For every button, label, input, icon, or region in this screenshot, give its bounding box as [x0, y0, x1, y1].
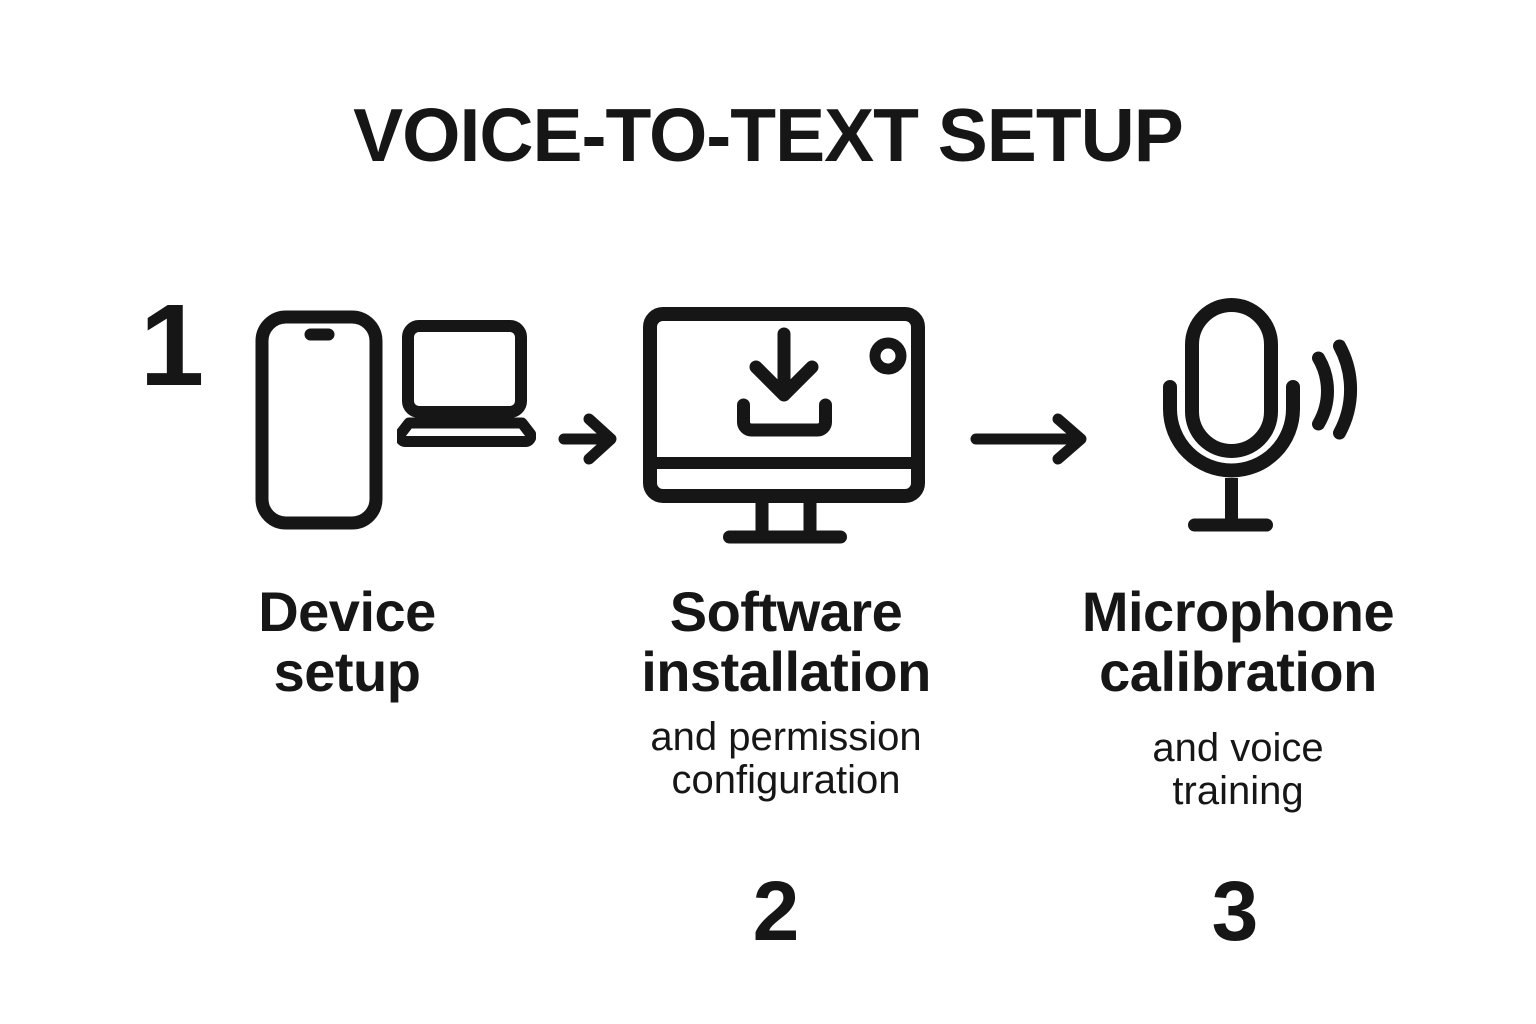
step-1-label: Device setup [258, 582, 436, 702]
step-1-label-line: Device [258, 580, 436, 643]
arrow-right-icon [970, 413, 1087, 465]
step-1-number: 1 [139, 280, 205, 410]
download-tray [737, 398, 832, 437]
step-2-sublabel-line: configuration [671, 758, 901, 803]
step-2-sublabel-line: and permission [650, 715, 922, 759]
arrow-right-icon [558, 413, 617, 465]
step-2-label: Software installation [641, 582, 931, 702]
laptop-icon [397, 320, 536, 447]
step-2-number: 2 [752, 864, 800, 958]
page-title: VOICE-TO-TEXT SETUP [353, 93, 1184, 177]
step-2-label-line: installation [641, 639, 931, 703]
step-2-label-line: Software [669, 580, 903, 643]
step-3-number: 3 [1211, 864, 1259, 958]
step-3-sublabel-line: training [1172, 769, 1304, 814]
step-3-label-line: calibration [1099, 639, 1377, 703]
step-3-sublabel-line: and voice [1152, 726, 1324, 770]
monitor-download-icon [643, 307, 925, 544]
camera-dot [869, 337, 907, 375]
smartphone-icon [255, 310, 383, 530]
step-3-sublabel: and voice training [1152, 726, 1324, 814]
step-3-label: Microphone calibration [1081, 580, 1395, 703]
step-2-sublabel: and permission configuration [650, 715, 922, 803]
step-3-label-line: Microphone [1081, 580, 1395, 643]
download-arrow-head [749, 360, 819, 402]
microphone-icon [1163, 298, 1358, 532]
sound-waves-icon [1312, 339, 1358, 440]
step-1-label-line: setup [273, 639, 421, 703]
